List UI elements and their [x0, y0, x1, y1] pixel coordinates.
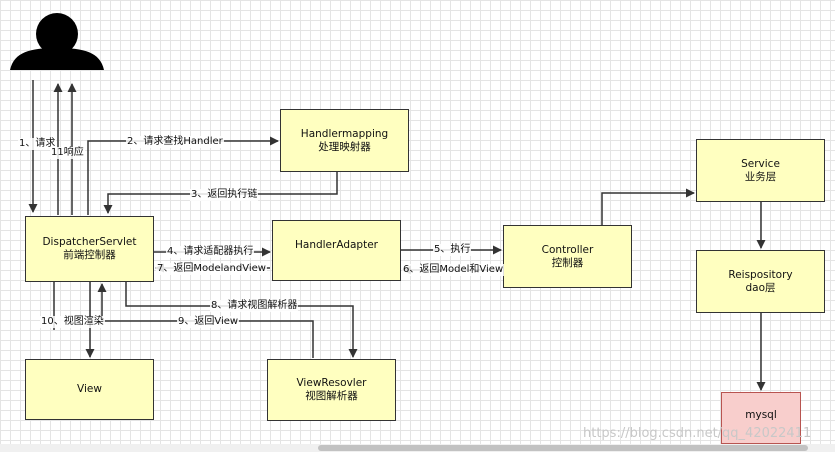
label-request: 1、请求: [18, 138, 57, 150]
watermark-text: https://blog.csdn.net/qq_42022411: [583, 426, 812, 441]
arrow-request-resolver: [125, 282, 358, 358]
dispatcher-subtitle: 前端控制器: [63, 249, 116, 261]
repository-box: Reispository dao层: [696, 250, 825, 313]
view-resolver-title: ViewResovler: [296, 377, 367, 389]
label-return-chain: 3、返回执行链: [190, 189, 259, 201]
view-box: View: [25, 359, 154, 420]
scrollbar-thumb[interactable]: [318, 445, 808, 451]
handler-mapping-title: Handlermapping: [300, 127, 389, 140]
handler-adapter-box: HandlerAdapter: [272, 220, 401, 281]
controller-box: Controller 控制器: [503, 225, 632, 288]
repository-subtitle: dao层: [745, 281, 776, 294]
label-find-handler: 2、请求查找Handler: [126, 136, 224, 148]
service-box: Service 业务层: [696, 139, 825, 202]
service-title: Service: [741, 157, 780, 170]
user-icon: [10, 13, 104, 70]
label-return-model: 6、返回Model和View: [402, 264, 505, 276]
dispatcher-title: DispatcherServlet: [42, 236, 137, 248]
repository-title: Reispository: [728, 268, 793, 281]
handler-adapter-title: HandlerAdapter: [294, 239, 378, 251]
handler-mapping-box: Handlermapping 处理映射器: [280, 109, 409, 172]
view-resolver-subtitle: 视图解析器: [305, 390, 358, 402]
label-response: 11响应: [50, 147, 85, 159]
mysql-label: mysql: [745, 409, 777, 421]
label-request-adapter: 4、请求适配器执行: [166, 246, 255, 258]
view-resolver-box: ViewResovler 视图解析器: [267, 359, 396, 421]
mysql-box: mysql: [721, 392, 801, 444]
controller-title: Controller: [541, 243, 594, 256]
label-execute: 5、执行: [433, 244, 472, 256]
arrow-controller-service: [601, 188, 695, 225]
controller-subtitle: 控制器: [551, 256, 584, 269]
service-subtitle: 业务层: [744, 170, 777, 183]
arrow-find-handler: [87, 136, 279, 215]
horizontal-scrollbar[interactable]: [0, 444, 835, 452]
label-return-view: 9、返回View: [177, 316, 240, 328]
label-render: 10、视图渲染: [40, 316, 105, 328]
label-request-resolver: 8、请求视图解析器: [210, 300, 299, 312]
dispatcher-servlet-box: DispatcherServlet 前端控制器: [25, 216, 154, 282]
handler-mapping-subtitle: 处理映射器: [318, 140, 371, 153]
view-title: View: [77, 383, 102, 395]
label-return-mav: 7、返回ModelandView: [156, 263, 267, 275]
